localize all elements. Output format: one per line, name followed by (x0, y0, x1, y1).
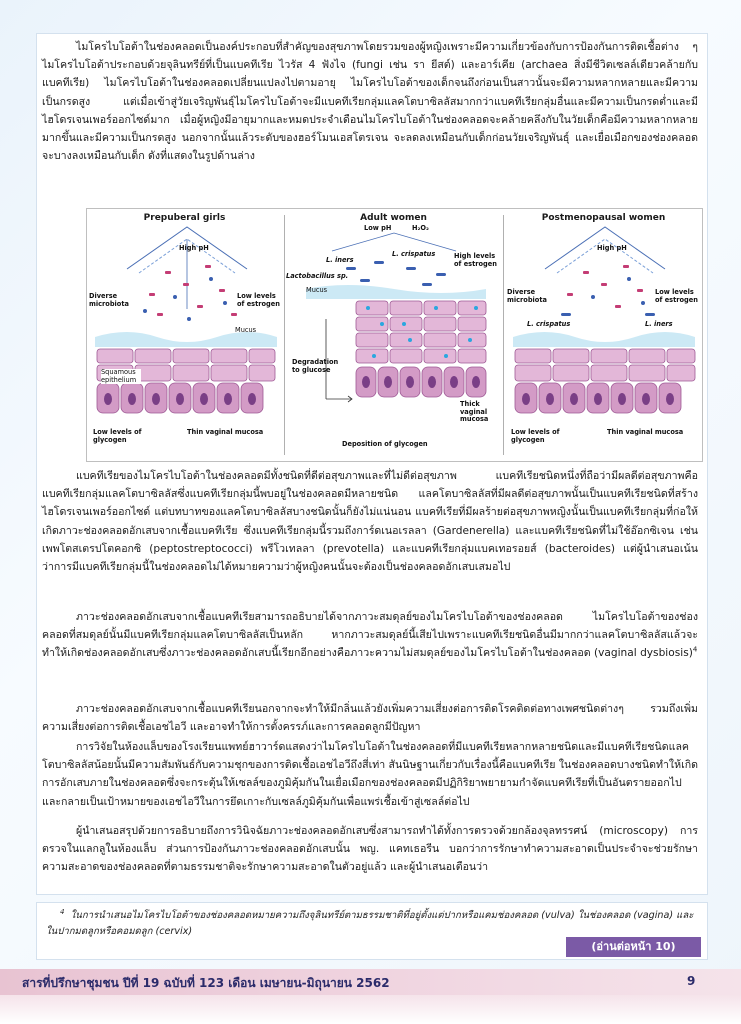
panel-postmenopausal-illustration (513, 226, 696, 414)
footnote-number: 4 (60, 907, 65, 916)
panel-title-prepuberal: Prepuberal girls (143, 213, 226, 223)
figure-divider-2 (503, 215, 504, 455)
label-lactobacillus-sp: Lactobacillus sp. (286, 272, 349, 280)
footer-publication: สารที่ปรึกษาชุมชน ปีที่ 19 ฉบับที่ 123 เ… (22, 976, 390, 990)
label-low-ph-2: Low pH (364, 224, 392, 232)
label-thin-mucosa-1: Thin vaginal mucosa (187, 428, 264, 436)
label-low-glycogen-1: Low levels of glycogen (93, 428, 142, 444)
article-paragraph-3: ภาวะช่องคลอดอักเสบจากเชื้อแบคทีเรียสามาร… (42, 608, 698, 663)
label-low-glycogen-3: Low levels of glycogen (511, 428, 560, 444)
footnote: 4 ในการนำเสนอไมโครไบโอต้าของช่องคลอดหมาย… (46, 908, 696, 939)
footnote-ref-4: 4 (692, 645, 698, 654)
figure-divider-1 (284, 215, 285, 455)
footer-bar (0, 969, 741, 995)
figure-panel-prepuberal: Prepuberal girls (87, 209, 282, 461)
label-mucus-2: Mucus (306, 286, 328, 294)
article-paragraph-4: ภาวะช่องคลอดอักเสบจากเชื้อแบคทีเรียนอกจา… (42, 703, 698, 734)
label-high-estrogen: High levels of estrogen (454, 252, 497, 268)
article-panel (36, 33, 708, 895)
label-diverse-microbiota-3: Diverse microbiota (507, 288, 547, 304)
footnote-text: ในการนำเสนอไมโครไบโอต้าของช่องคลอดหมายคว… (46, 910, 694, 937)
footer-decoration (0, 995, 741, 1024)
label-low-estrogen-1: Low levels of estrogen (237, 292, 280, 308)
label-diverse-microbiota-1: Diverse microbiota (89, 292, 129, 308)
label-deposition-glycogen: Deposition of glycogen (342, 440, 428, 448)
article-paragraph-2: แบคทีเรียของไมโครไบโอต้าในช่องคลอดมีทั้ง… (42, 470, 698, 574)
label-h2o2: H₂O₂ (412, 224, 429, 232)
label-thick-mucosa: Thick vaginal mucosa (460, 400, 489, 423)
figure-panel-adult: Adult women (286, 209, 501, 461)
article-paragraph-5: การวิจัยในห้องแล็บของโรงเรียนแพทย์ฮาวาร์… (42, 741, 698, 808)
label-squamous-epithelium: Squamous epithelium (101, 368, 141, 384)
label-low-estrogen-3: Low levels of estrogen (655, 288, 698, 304)
microbiota-figure: Prepuberal girls (86, 208, 703, 462)
article-paragraph-6: ผู้นำเสนอสรุปด้วยการอธิบายถึงการวินิจฉัย… (42, 825, 698, 874)
label-mucus-1: Mucus (235, 326, 257, 334)
figure-panel-postmenopausal: Postmenopausal women (505, 209, 702, 461)
label-l-iners-2: L. iners (326, 256, 354, 264)
panel-adult-illustration (306, 232, 487, 403)
page-number: 9 (687, 974, 696, 988)
label-thin-mucosa-3: Thin vaginal mucosa (607, 428, 684, 436)
article-paragraph-1: ไมโครไบโอต้าในช่องคลอดเป็นองค์ประกอบที่ส… (42, 41, 698, 163)
continue-page-link[interactable]: (อ่านต่อหน้า 10) (566, 937, 701, 957)
panel-title-adult: Adult women (360, 213, 427, 223)
label-l-crispatus-2: L. crispatus (392, 250, 436, 258)
label-high-ph-1: High pH (179, 244, 209, 252)
label-high-ph-3: High pH (597, 244, 627, 252)
panel-title-postmenopausal: Postmenopausal women (541, 213, 666, 223)
label-l-iners-3: L. iners (645, 320, 673, 328)
article-paragraph-3-text: ภาวะช่องคลอดอักเสบจากเชื้อแบคทีเรียสามาร… (42, 611, 698, 660)
label-l-crispatus-3: L. crispatus (527, 320, 571, 328)
label-degradation-glucose: Degradation to glucose (292, 358, 339, 374)
panel-prepuberal-illustration (95, 226, 277, 414)
